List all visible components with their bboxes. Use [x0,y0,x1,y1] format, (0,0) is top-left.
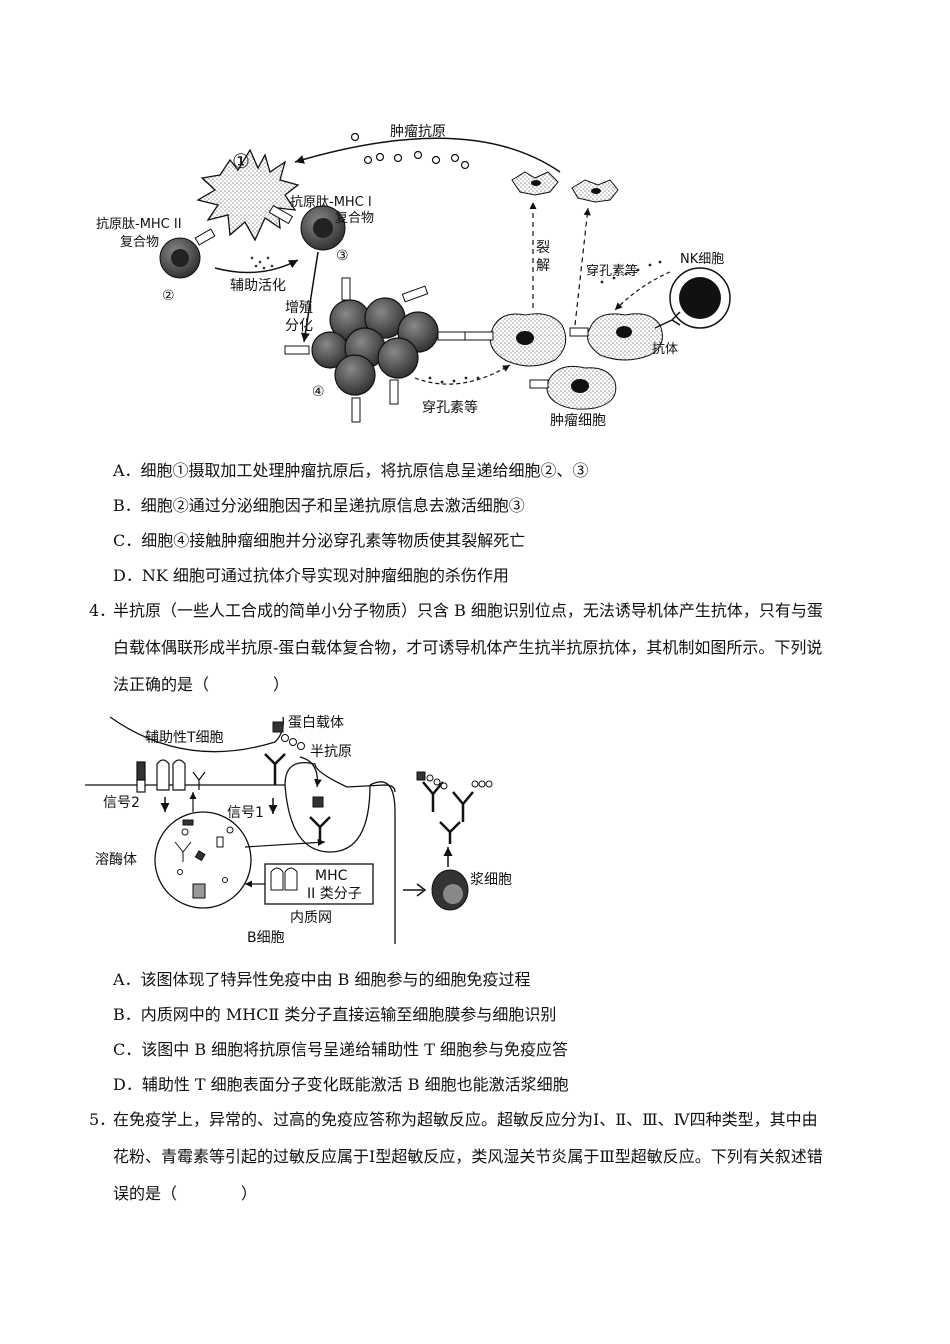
q4-option-a: A．该图体现了特异性免疫中由 B 细胞参与的细胞免疫过程 [113,970,531,989]
q4-option-d: D．辅助性 T 细胞表面分子变化既能激活 B 细胞也能激活浆细胞 [113,1075,569,1094]
proliferation-arrow [300,251,319,343]
b-cell-membrane [85,762,396,793]
cell-3-label: ③ [336,248,349,264]
q4-text-line-2: 白载体偶联形成半抗原-蛋白载体复合物，才可诱导机体产生抗半抗原抗体，其机制如图所… [113,638,823,657]
q5-text-line-1: 在免疫学上，异常的、过高的免疫应答称为超敏反应。超敏反应分为Ⅰ、Ⅱ、Ⅲ、Ⅳ四种类… [113,1110,818,1129]
plasma-label: 浆细胞 [470,872,512,888]
cell-2-label: ② [162,288,175,304]
b-cell-label: B细胞 [247,930,285,946]
plasma-cell-nucleus [443,884,463,904]
cytotoxic-t-cluster [311,297,439,396]
tumor-cell-bottom-nucleus [571,379,589,393]
q4-text-line-1: 半抗原（一些人工合成的简单小分子物质）只含 B 细胞识别位点，无法诱导机体产生抗… [113,601,823,620]
q5-text-line-3: 误的是（ ） [113,1184,258,1203]
lysosome [154,811,252,909]
er-label: 内质网 [290,910,332,926]
lysosome-label: 溶酶体 [95,852,137,868]
cell-3-nucleus [313,218,333,238]
lysis-arrow-2 [574,207,591,326]
hapten-chain [281,734,305,750]
mhc2-receptor [194,228,216,246]
lysosome-contents [174,819,234,899]
assist-label: 辅助活化 [230,278,286,294]
proliferation-label: 增殖 [285,299,313,316]
nk-label: NK细胞 [680,252,724,267]
mhc1-complex-label-2: 复合物 [335,211,374,226]
cell-4-label: ④ [312,384,325,400]
perforin-label-bottom: 穿孔素等 [422,399,478,416]
tumor-antigen-label: 肿瘤抗原 [390,123,446,140]
assist-arrow [214,259,299,274]
carrier-protein [272,721,284,733]
q3-option-a: A．细胞①摄取加工处理肿瘤抗原后，将抗原信息呈递给细胞②、③ [113,461,589,480]
mhc-molecules [270,867,298,891]
q5-number: 5． [89,1110,116,1129]
antigen-particles [350,132,470,170]
tcr-binding [464,331,494,341]
bound-hapten [426,774,493,790]
t-b-interface [136,759,206,793]
lysis-label-1: 裂 [536,240,550,256]
q3-option-c: C．细胞④接触肿瘤细胞并分泌穿孔素等物质使其裂解死亡 [113,531,526,550]
tumor-immunity-figure: 肿瘤抗原 ① ② 抗原肽-MHC II 复合物 ③ 抗原肽-MHC I 复合物 … [80,110,760,435]
mhc2-complex-label: 抗原肽-MHC II [96,217,182,232]
endocytosis-arrow [299,756,322,788]
perforin-arrow-bottom [414,364,511,385]
perforin-dots-top [600,260,662,284]
lysed-cell-2-nucleus [591,188,601,194]
differentiation-label: 分化 [285,318,313,334]
hapten-figure: 辅助性T细胞 信号2 蛋白载体 半抗原 信号1 溶酶体 [85,712,515,952]
signal-2-label: 信号2 [103,795,140,811]
bound-carrier [416,771,426,781]
antibody-receptor [569,327,589,337]
cell-2-nucleus [171,249,189,267]
internalized-bcr [309,816,331,844]
q5-text-line-2: 花粉、青霉素等引起的过敏反应属于Ⅰ型超敏反应，类风湿关节炎属于Ⅲ型超敏反应。下列… [113,1147,823,1166]
tumor-cell-nucleus [516,331,534,345]
antibody-shape [654,311,681,329]
cell-1-label: ① [232,149,250,173]
tumor-cell-bottom-antigen [529,379,549,389]
q4-text-line-3: 法正确的是（ ） [113,675,290,694]
b-cell-edge [369,781,396,944]
mhc1-complex-label: 抗原肽-MHC I [290,195,372,210]
lysosome-arrow [244,838,326,848]
q3-option-d: D．NK 细胞可通过抗体介导实现对肿瘤细胞的杀伤作用 [113,566,509,585]
mhc-label-1: MHC [315,868,348,884]
tumor-cell-label: 肿瘤细胞 [550,412,606,429]
cytokine-dots [250,256,274,270]
signal-1-label: 信号1 [227,805,264,821]
mhc2-complex-label-2: 复合物 [120,235,159,250]
q4-option-c: C．该图中 B 细胞将抗原信号呈递给辅助性 T 细胞参与免疫应答 [113,1040,569,1059]
q4-number: 4． [89,601,116,620]
lysis-label-2: 解 [536,258,550,274]
helper-t-label: 辅助性T细胞 [145,730,224,746]
carrier-label: 蛋白载体 [288,715,344,731]
antibody-label: 抗体 [652,342,678,357]
lysed-cell-1-nucleus [531,180,541,186]
mhc-label-2: II 类分子 [307,886,362,902]
bcr-top [264,753,286,785]
endocytic-pocket [284,784,371,853]
hapten-label: 半抗原 [310,744,352,760]
tumor-cell-antibody-nucleus [616,326,632,338]
antigen-arrow [294,137,561,173]
internalized-carrier [312,796,324,808]
q4-option-b: B．内质网中的 MHCⅡ 类分子直接运输至细胞膜参与细胞识别 [113,1005,557,1024]
perforin-dots-bottom [428,376,480,384]
nk-cell-nucleus [679,277,721,319]
antibodies [422,781,474,844]
differentiation-arrow [403,883,427,897]
perforin-label-top: 穿孔素等 [586,263,638,279]
mhc1-receptor [268,204,294,225]
q3-option-b: B．细胞②通过分泌细胞因子和呈递抗原信息去激活细胞③ [113,496,525,515]
